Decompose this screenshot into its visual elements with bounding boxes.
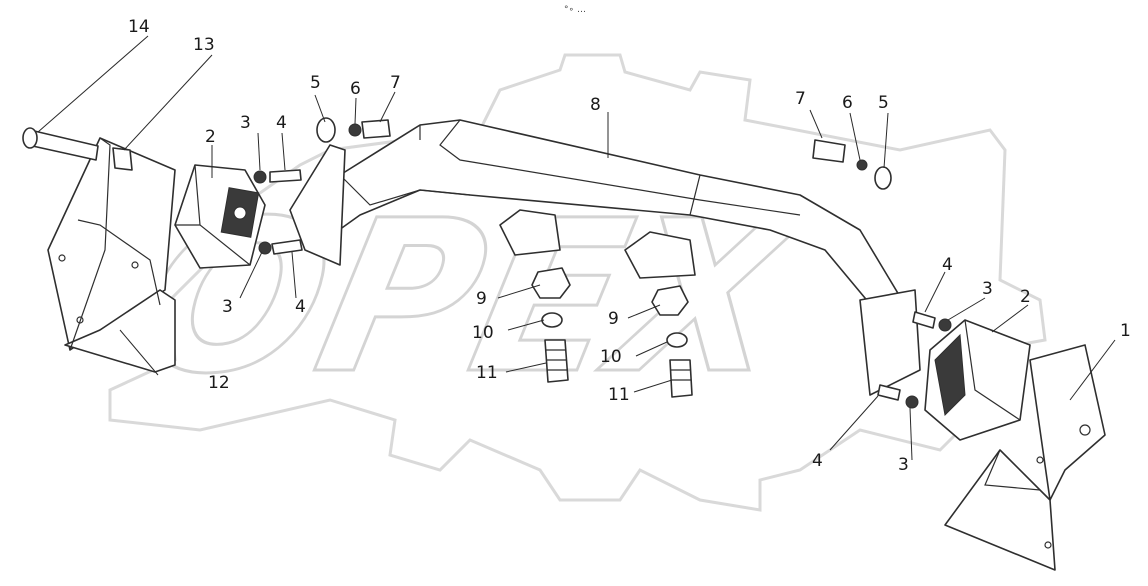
label-9: 9 — [608, 309, 619, 329]
label-6: 6 — [842, 93, 853, 113]
left-mount-bracket — [47, 137, 176, 373]
right-hardware — [877, 311, 952, 409]
label-9: 9 — [476, 289, 487, 309]
label-4: 4 — [812, 451, 823, 471]
top-right-hardware — [812, 139, 892, 190]
label-11: 11 — [608, 385, 630, 405]
pin-14 — [22, 127, 99, 161]
label-7: 7 — [390, 73, 401, 93]
label-2: 2 — [1020, 287, 1031, 307]
leader-lines — [37, 35, 1116, 461]
label-3: 3 — [240, 113, 251, 133]
left-rubber-mount — [174, 164, 266, 269]
label-2: 2 — [205, 127, 216, 147]
center-hardware-left — [531, 267, 571, 383]
label-6: 6 — [350, 79, 361, 99]
label-3: 3 — [982, 279, 993, 299]
bushing-13 — [112, 147, 133, 171]
part-labels: 14 13 5 6 7 2 3 4 8 7 6 5 3 4 9 10 11 9 … — [128, 17, 1131, 475]
left-hardware — [253, 169, 303, 255]
right-rubber-mount — [924, 319, 1031, 441]
label-5: 5 — [878, 93, 889, 113]
header-caption: °∘ … — [564, 5, 586, 15]
label-14: 14 — [128, 17, 150, 37]
label-4: 4 — [295, 297, 306, 317]
label-12: 12 — [208, 373, 230, 393]
label-7: 7 — [795, 89, 806, 109]
label-4: 4 — [942, 255, 953, 275]
label-10: 10 — [472, 323, 494, 343]
label-3: 3 — [222, 297, 233, 317]
center-hardware-right — [651, 285, 693, 398]
top-left-hardware — [316, 117, 391, 143]
crossbeam-8 — [289, 119, 921, 396]
label-10: 10 — [600, 347, 622, 367]
label-1: 1 — [1120, 321, 1131, 341]
label-3: 3 — [898, 455, 909, 475]
label-5: 5 — [310, 73, 321, 93]
label-8: 8 — [590, 95, 601, 115]
label-4: 4 — [276, 113, 287, 133]
label-13: 13 — [193, 35, 215, 55]
label-11: 11 — [476, 363, 498, 383]
right-mount-bracket — [944, 344, 1106, 571]
